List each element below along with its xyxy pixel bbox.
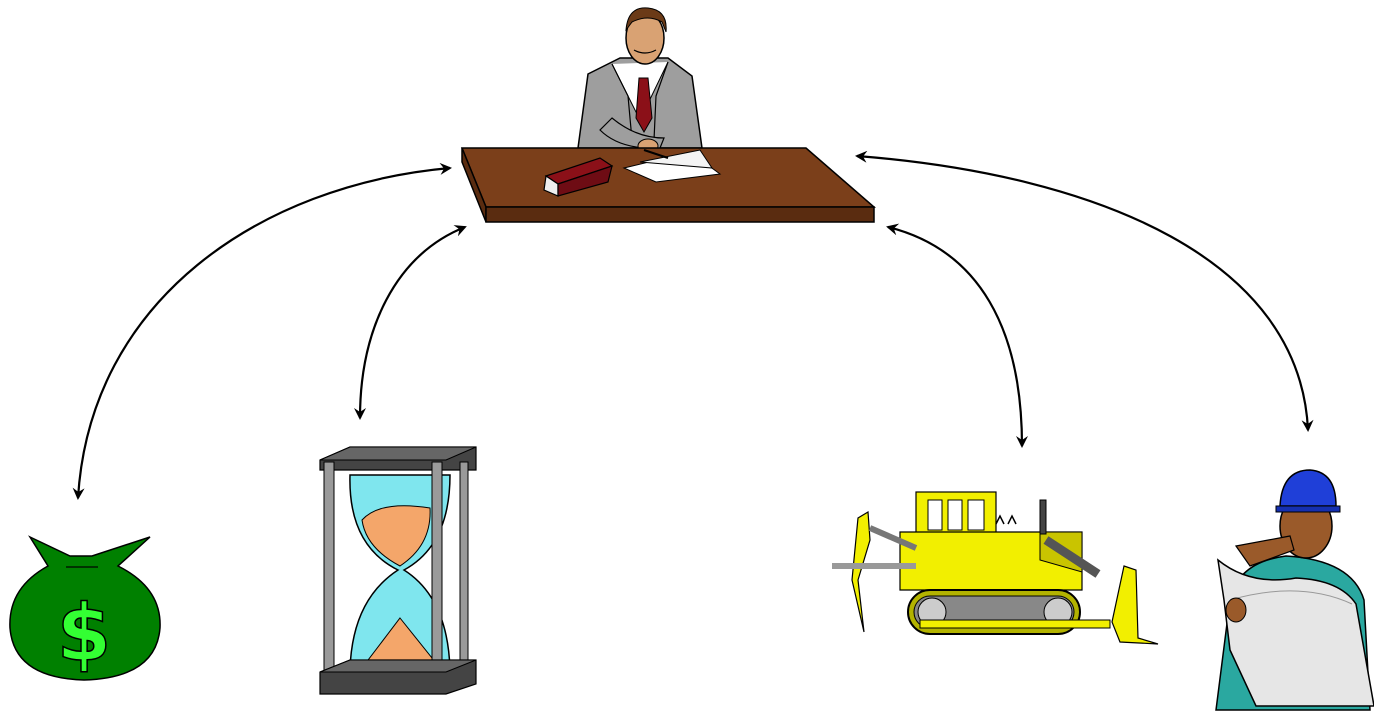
arrow-manager-equipment — [888, 227, 1022, 446]
construction-worker-icon — [1216, 470, 1374, 710]
arrow-manager-time — [360, 227, 465, 418]
dollar-sign-icon: $ — [57, 589, 111, 679]
manager-at-desk-icon — [462, 8, 874, 222]
arrow-manager-labor — [857, 156, 1308, 430]
hourglass-icon — [320, 447, 476, 694]
bulldozer-icon — [832, 492, 1158, 644]
money-bag-icon: $ — [10, 537, 160, 680]
